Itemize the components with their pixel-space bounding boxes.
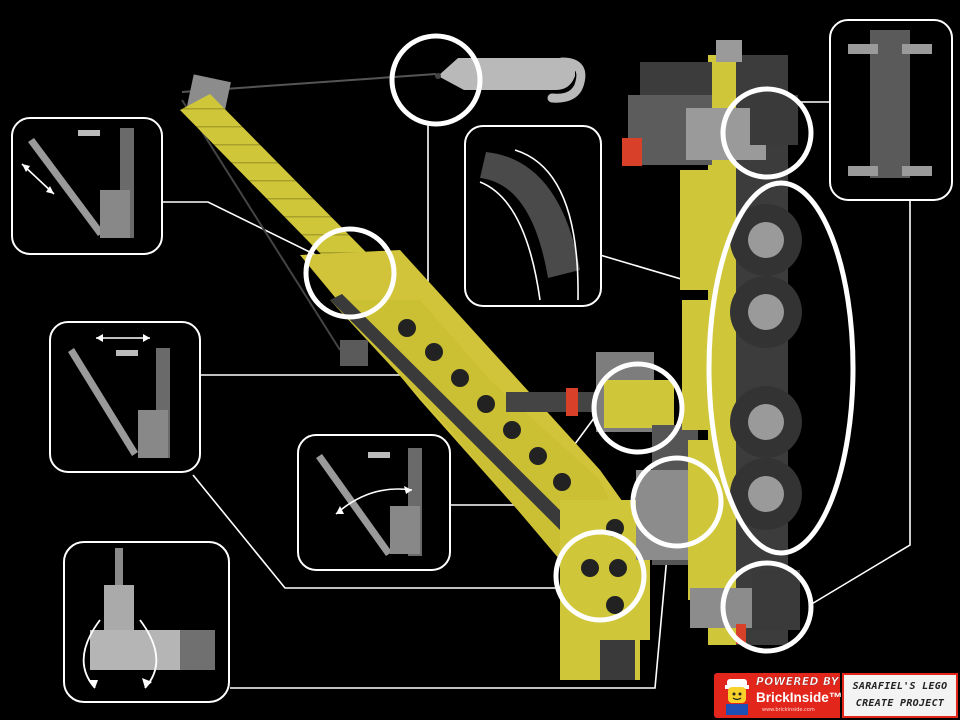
- badge-project-panel: SARAFIEL'S LEGO CREATE PROJECT: [842, 673, 958, 718]
- hook-icon: [435, 57, 586, 103]
- badge-project-line2: CREATE PROJECT: [855, 698, 945, 709]
- badge-powered-by: POWERED BY: [756, 676, 840, 688]
- minifig-icon: [725, 679, 749, 715]
- inset-rail-piece: [829, 19, 953, 201]
- inset-boom-rotate: [297, 434, 451, 571]
- badge-project-line1: SARAFIEL'S LEGO: [852, 681, 948, 692]
- inset-boom-slide: [11, 117, 163, 255]
- inset-hook-slide: [49, 321, 201, 473]
- highlight-circles: [303, 33, 856, 654]
- badge-brand-name: BrickInside™: [756, 690, 843, 705]
- brickinside-badge: POWERED BY BrickInside™ www.brickinside.…: [714, 673, 958, 718]
- inset-turntable-rotate: [63, 541, 230, 703]
- connector-lines: [160, 101, 911, 689]
- inset-curved-track: [464, 125, 602, 307]
- badge-url: www.brickinside.com: [762, 707, 815, 713]
- wheel-group: [730, 204, 802, 530]
- inset-panels: [11, 19, 953, 703]
- badge-red-panel: POWERED BY BrickInside™ www.brickinside.…: [714, 673, 843, 718]
